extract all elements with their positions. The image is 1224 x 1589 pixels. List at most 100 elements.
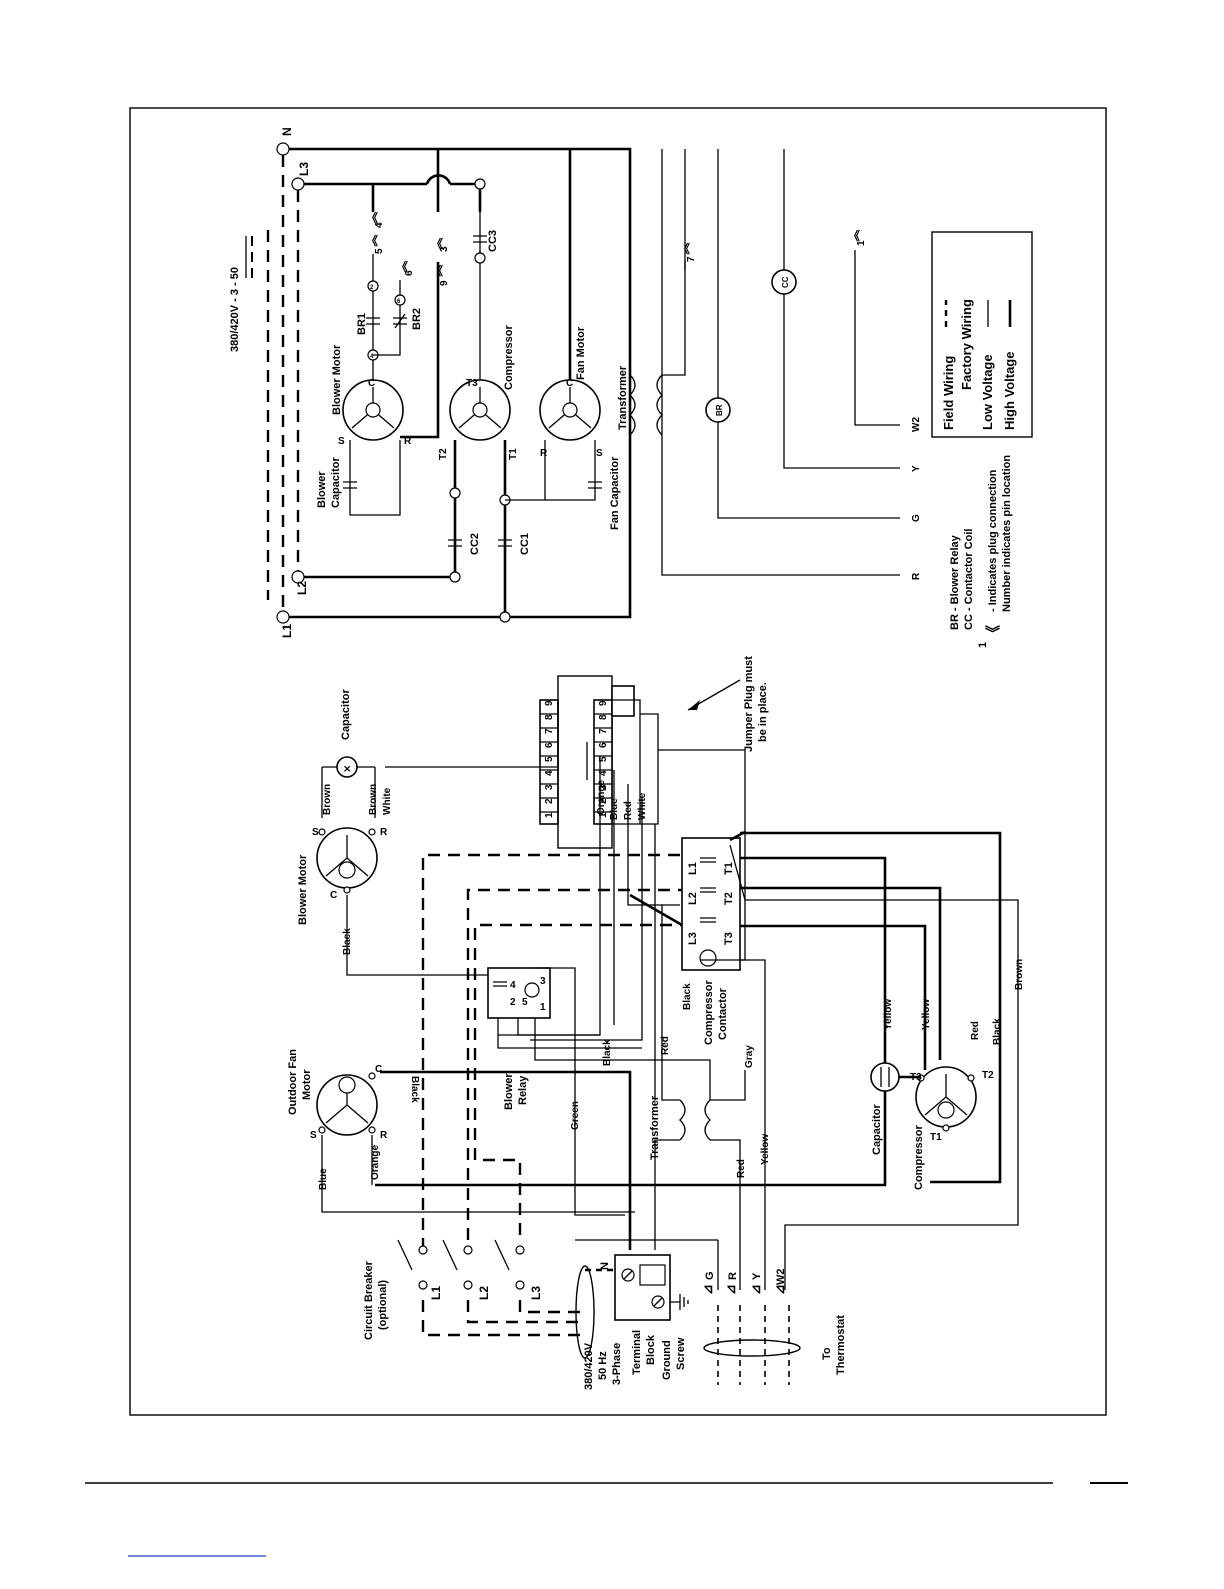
schematic-compressor: CC3 Compressor T3 T2 T1 CC2 CC1 xyxy=(438,178,531,623)
svg-text:W2: W2 xyxy=(911,417,922,432)
br2-label: BR2 xyxy=(411,308,423,330)
plug-mark-7: 《 xyxy=(678,241,690,256)
legend-cc: CC - Contactor Coil xyxy=(963,529,975,630)
schematic-compressor-label: Compressor xyxy=(503,324,515,390)
svg-text:C: C xyxy=(330,890,337,901)
svg-text:Brown: Brown xyxy=(322,784,333,815)
svg-text:White: White xyxy=(637,792,648,820)
fan-motor-label: Fan Motor xyxy=(575,326,587,380)
thermostat-connections: ⊿ ⊿ ⊿ ⊿ G R Y W2 To Thermostat xyxy=(575,1239,847,1385)
supply-label-1: 380/420V xyxy=(583,1342,595,1390)
legend-low-voltage: Low Voltage xyxy=(980,354,995,430)
blower-capacitor-label-2: Capacitor xyxy=(330,457,342,508)
cc2-label: CC2 xyxy=(469,533,481,555)
plug-mark-3: 《 xyxy=(431,236,443,251)
supply-bundle xyxy=(575,1265,595,1359)
blower-relay-label-2: Relay xyxy=(517,1075,529,1105)
terminal-l1-label: L1 xyxy=(280,624,294,638)
cc1-label: CC1 xyxy=(519,533,531,555)
svg-text:6: 6 xyxy=(544,742,555,748)
jumper-note-1: Jumper Plug must xyxy=(743,656,755,752)
svg-text:Y: Y xyxy=(911,465,922,472)
svg-text:2: 2 xyxy=(544,798,555,804)
plug-right xyxy=(593,699,613,825)
svg-text:9: 9 xyxy=(598,700,609,706)
pictorial-blower-motor: ⨯ Capacitor Blower Motor S R C Brown Bro… xyxy=(297,689,559,976)
svg-text:5: 5 xyxy=(544,756,555,762)
svg-text:BR: BR xyxy=(715,404,724,416)
supply-label-2: 50 Hz xyxy=(597,1351,609,1380)
to-thermostat-label-1: To xyxy=(821,1347,833,1360)
svg-text:Yellow: Yellow xyxy=(760,1134,771,1165)
svg-text:T1: T1 xyxy=(723,862,735,875)
schematic-hv-bus xyxy=(289,147,632,619)
svg-text:N: N xyxy=(599,1262,611,1270)
svg-text:T2: T2 xyxy=(982,1070,994,1081)
plug-connectors: 《 《 4 5 《 6 《 《 3 9 《 7 《 1 xyxy=(366,210,867,286)
svg-text:Red: Red xyxy=(970,1021,981,1040)
blower-capacitor-label-1: Blower xyxy=(316,471,328,508)
svg-text:W2: W2 xyxy=(775,1269,787,1286)
svg-text:9: 9 xyxy=(544,700,555,706)
blower-motor-label: Blower Motor xyxy=(331,344,343,415)
svg-text:CC: CC xyxy=(781,276,790,288)
svg-text:Black: Black xyxy=(342,928,353,955)
svg-text:L3: L3 xyxy=(687,932,699,945)
pictorial-transformer-label: Transformer xyxy=(649,1095,661,1160)
cc3-label: CC3 xyxy=(487,230,499,252)
jumper-plug xyxy=(611,685,635,717)
field-supply-wires: 380/420V - 3 - 50 xyxy=(229,155,300,611)
schematic-section: N L3 L2 L1 380/420V - 3 - 50 xyxy=(229,127,1033,648)
svg-text:Brown: Brown xyxy=(368,784,379,815)
to-thermostat-label-2: Thermostat xyxy=(835,1315,847,1375)
pictorial-compressor: T3 T2 T1 Compressor Capacitor Yellow Yel… xyxy=(870,999,994,1190)
thermo-plug-g: ⊿ xyxy=(700,1284,715,1295)
svg-text:Brown: Brown xyxy=(1014,959,1025,990)
svg-text:Red: Red xyxy=(736,1159,747,1178)
svg-text:L2: L2 xyxy=(687,892,699,905)
cc-coil xyxy=(771,269,797,295)
svg-text:G: G xyxy=(911,514,922,522)
plug-mark-6: 《 xyxy=(396,259,408,274)
svg-text:Y: Y xyxy=(751,1272,763,1280)
terminal-block-label-2: Block xyxy=(645,1334,657,1365)
contactor-label-2: Contactor xyxy=(717,987,729,1040)
blower-relay-body xyxy=(487,967,551,1019)
br1-label: BR1 xyxy=(356,313,368,335)
svg-text:S: S xyxy=(596,448,603,459)
svg-text:4: 4 xyxy=(370,354,374,360)
svg-text:R: R xyxy=(380,827,388,838)
svg-text:1: 1 xyxy=(540,1002,546,1013)
circuit-breaker-label-1: Circuit Breaker xyxy=(363,1260,375,1340)
svg-text:Blue: Blue xyxy=(318,1168,329,1190)
legend-plug-symbol: 《 xyxy=(984,625,1002,640)
thermostat-bundle xyxy=(703,1339,801,1357)
svg-text:7: 7 xyxy=(598,728,609,734)
contactor-coil xyxy=(699,949,717,967)
svg-text:3: 3 xyxy=(439,246,450,252)
svg-text:1: 1 xyxy=(856,240,867,246)
svg-text:5: 5 xyxy=(522,997,528,1008)
svg-text:9: 9 xyxy=(439,280,450,286)
svg-text:7: 7 xyxy=(686,256,697,262)
terminal-l3-label: L3 xyxy=(297,162,311,176)
svg-text:Black: Black xyxy=(682,983,693,1010)
ground-screw-label-1: Ground xyxy=(661,1340,673,1380)
legend-br: BR - Blower Relay xyxy=(949,534,961,630)
svg-text:R: R xyxy=(380,1130,388,1141)
plug-wires: Orange Blue Red White xyxy=(498,742,746,1100)
svg-text:8: 8 xyxy=(544,714,555,720)
diagram-frame xyxy=(129,107,1107,1416)
svg-text:T3: T3 xyxy=(466,378,478,389)
svg-text:6: 6 xyxy=(598,742,609,748)
pictorial-transformer: Transformer Red Red Yellow xyxy=(649,905,771,1290)
svg-text:5: 5 xyxy=(374,248,385,254)
ground-screw-label-2: Screw xyxy=(675,1337,687,1370)
svg-text:R: R xyxy=(540,448,548,459)
bottom-capacitor-label: Capacitor xyxy=(871,1104,883,1155)
legend: Field Wiring Factory Wiring Low Voltage … xyxy=(931,231,1033,648)
svg-text:3: 3 xyxy=(540,976,546,987)
svg-text:T2: T2 xyxy=(438,448,449,460)
svg-text:Green: Green xyxy=(570,1101,581,1130)
